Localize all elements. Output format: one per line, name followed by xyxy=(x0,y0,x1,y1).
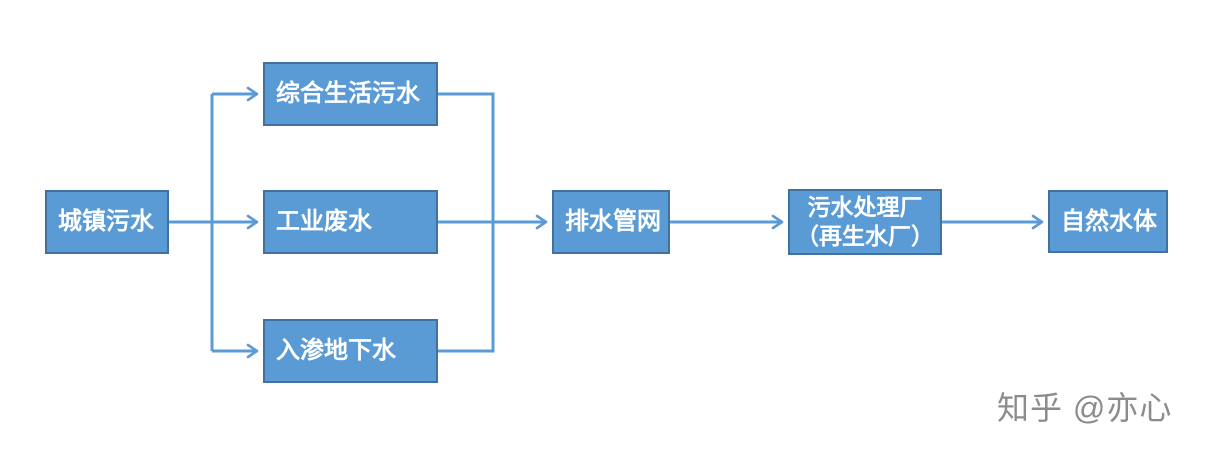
zhihu-watermark: 知乎 @亦心 xyxy=(997,390,1173,426)
node-label: 排水管网 xyxy=(565,208,661,236)
node-treatment-plant: 污水处理厂 （再生水厂） xyxy=(788,189,942,255)
node-label: 综合生活污水 xyxy=(276,80,420,108)
node-label-line2: （再生水厂） xyxy=(796,223,934,249)
node-label: 城镇污水 xyxy=(58,208,154,236)
node-drainage-network: 排水管网 xyxy=(552,190,670,254)
node-infiltrated-groundwater: 入渗地下水 xyxy=(263,319,438,383)
node-domestic-sewage: 综合生活污水 xyxy=(263,62,438,126)
node-label: 入渗地下水 xyxy=(276,337,396,365)
node-industrial-wastewater: 工业废水 xyxy=(263,190,438,254)
node-label: 工业废水 xyxy=(276,208,372,236)
node-urban-sewage: 城镇污水 xyxy=(45,190,169,254)
node-label: 污水处理厂 （再生水厂） xyxy=(796,193,934,251)
node-label-line1: 污水处理厂 xyxy=(807,194,923,221)
node-natural-water: 自然水体 xyxy=(1048,190,1168,253)
node-label: 自然水体 xyxy=(1061,207,1157,235)
